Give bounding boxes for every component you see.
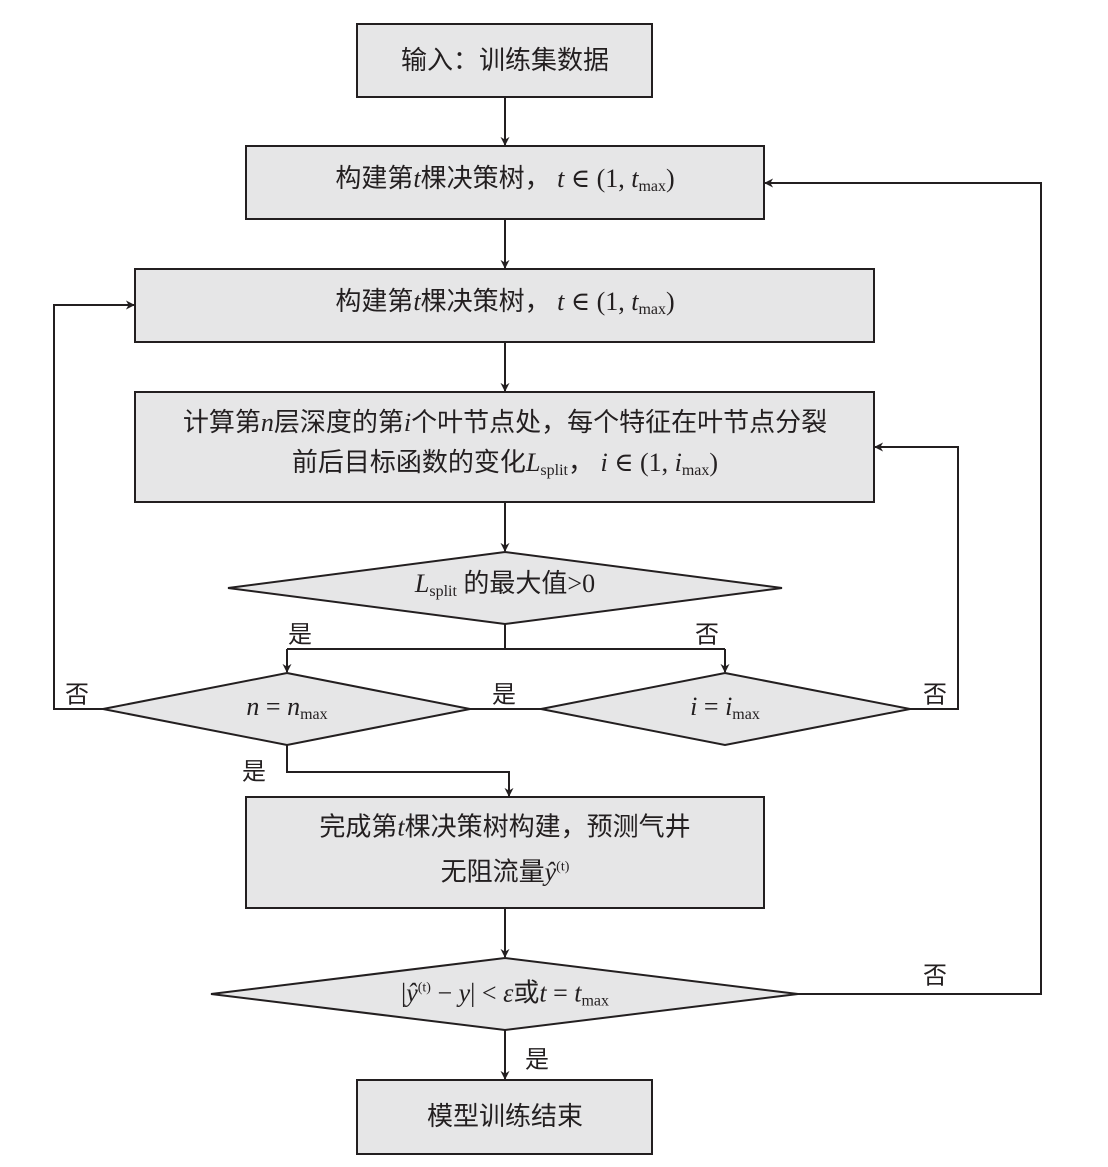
decision-lsplit-label: Lsplit 的最大值>0 <box>415 569 595 607</box>
var-epsilon: ε <box>503 978 514 1008</box>
branch-converge-yes: 是 <box>525 1047 549 1074</box>
var-i: i <box>674 448 682 477</box>
text: ， <box>567 448 594 477</box>
text: 构建第 <box>335 287 414 316</box>
input-text: 输入：训练集数据 <box>400 46 610 75</box>
var-y: y <box>458 978 471 1008</box>
text: 构建第 <box>335 164 414 193</box>
text: 无阻流量 <box>440 857 545 887</box>
var-L: L <box>414 569 430 598</box>
sub: max <box>638 178 667 195</box>
finish-tree-label: 完成第t棵决策树构建，预测气井 无阻流量ŷ(t) <box>319 808 690 893</box>
sub: max <box>638 301 667 318</box>
sub: split <box>540 462 568 479</box>
branch-n-yes-down: 是 <box>242 759 266 786</box>
finish-tree-line2: 无阻流量ŷ(t) <box>319 848 690 893</box>
decision-n-label: n = nmax <box>246 692 327 730</box>
branch-lsplit-yes: 是 <box>288 622 312 649</box>
sup: (t) <box>556 859 570 875</box>
text: ∈ (1, <box>614 448 669 477</box>
compute-split-label: 计算第n层深度的第i个叶节点处，每个特征在叶节点分裂 前后目标函数的变化Lspl… <box>183 403 827 491</box>
var-t: t <box>413 287 421 316</box>
build-tree-inner-label: 构建第t棵决策树， t ∈ (1, tmax) <box>335 287 674 325</box>
text: = <box>546 978 575 1008</box>
var-y-hat: ŷ <box>544 857 557 887</box>
var-t: t <box>397 812 405 842</box>
var-y-hat: ŷ <box>406 978 418 1008</box>
end-node <box>356 1079 653 1155</box>
compute-split-line1: 计算第n层深度的第i个叶节点处，每个特征在叶节点分裂 <box>183 403 827 443</box>
edge-n-yes-to-finish <box>286 745 514 797</box>
text: ) <box>666 164 675 193</box>
var-n: n <box>260 408 274 437</box>
compute-split-line2: 前后目标函数的变化Lsplit， i ∈ (1, imax) <box>183 443 827 491</box>
text: = <box>265 692 281 721</box>
text: 计算第 <box>182 408 261 437</box>
decision-i-label: i = imax <box>690 692 760 730</box>
text: ∈ (1, <box>570 164 625 193</box>
build-tree-outer-label: 构建第t棵决策树， t ∈ (1, tmax) <box>335 164 674 202</box>
edge-converge-no-loop <box>764 178 1042 995</box>
finish-tree-line1: 完成第t棵决策树构建，预测气井 <box>319 808 690 848</box>
branch-i-no: 否 <box>923 682 947 709</box>
text: 前后目标函数的变化 <box>291 448 526 477</box>
var-i: i <box>690 692 698 721</box>
abs-bar: | <box>470 978 476 1008</box>
build-tree-inner-node <box>134 268 875 343</box>
sub: max <box>581 992 610 1010</box>
text: ∈ (1, <box>570 287 625 316</box>
var-i: i <box>600 448 608 477</box>
text: 或 <box>513 978 540 1008</box>
text: 的最大值>0 <box>463 569 596 598</box>
text: − <box>430 978 459 1008</box>
text: 层深度的第 <box>273 408 404 437</box>
text: 棵决策树， <box>420 287 551 316</box>
var-L: L <box>525 448 541 477</box>
text: ) <box>709 448 719 477</box>
branch-lsplit-no: 否 <box>695 622 719 649</box>
input-label: 输入：训练集数据 <box>401 46 609 76</box>
text: 完成第 <box>319 812 398 842</box>
edge-lsplit-split <box>287 624 725 650</box>
var-i: i <box>403 408 412 437</box>
decision-i-node <box>540 671 911 747</box>
var-t: t <box>557 164 565 193</box>
sub: max <box>732 706 760 723</box>
text: 棵决策树构建，预测气井 <box>404 812 691 842</box>
text: < <box>475 978 504 1008</box>
compute-split-node <box>134 391 875 503</box>
var-t: t <box>539 978 547 1008</box>
text: 个叶节点处，每个特征在叶节点分裂 <box>411 408 828 437</box>
text: 棵决策树， <box>420 164 551 193</box>
decision-converge-label: |ŷ(t) − y| < ε或t = tmax <box>401 974 609 1017</box>
var-t: t <box>631 164 639 193</box>
var-n: n <box>287 692 301 721</box>
edge-i-no-loop <box>874 442 959 710</box>
sub: max <box>300 706 328 723</box>
var-n: n <box>246 692 260 721</box>
text: = <box>703 692 719 721</box>
text: ) <box>666 287 675 316</box>
var-t: t <box>631 287 639 316</box>
finish-tree-node <box>245 796 765 909</box>
abs-bar: | <box>400 978 407 1008</box>
var-t: t <box>413 164 421 193</box>
build-tree-outer-node <box>245 145 765 220</box>
var-t: t <box>557 287 565 316</box>
input-node <box>356 23 653 98</box>
edge-n-no-loop <box>53 300 135 710</box>
var-t: t <box>574 978 582 1008</box>
branch-n-no: 否 <box>65 682 89 709</box>
branch-n-yes-right: 是 <box>492 682 516 709</box>
sub: max <box>681 462 710 479</box>
end-label: 模型训练结束 <box>427 1102 583 1132</box>
sup: (t) <box>417 980 431 996</box>
sub: split <box>429 583 457 600</box>
branch-converge-no: 否 <box>923 963 947 990</box>
var-i: i <box>725 692 733 721</box>
end-text: 模型训练结束 <box>426 1102 584 1131</box>
